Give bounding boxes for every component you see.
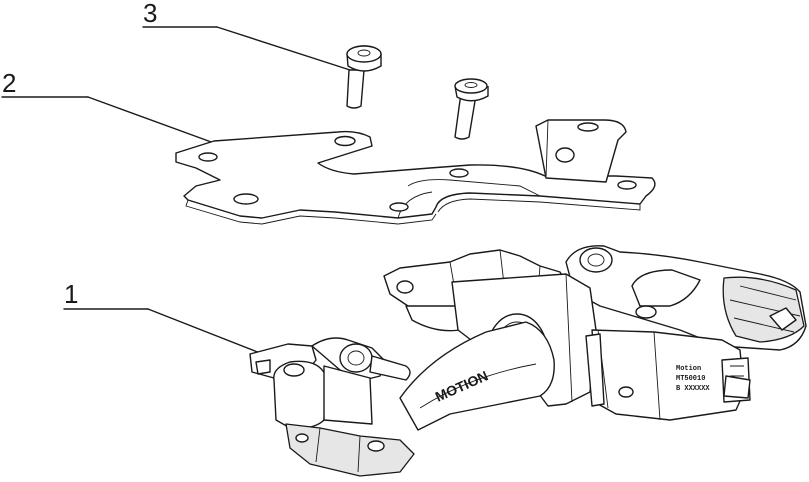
callout-3: 3 [142,0,351,71]
screw-right [454,78,489,140]
callout-2: 2 [1,68,215,144]
module-label-line1: Motion [676,365,701,373]
screw-left [346,45,382,109]
steering-column-assembly: MOTION Motion MT50010 B XXXXXX [249,245,807,477]
module-label-line3: B XXXXXX [676,385,710,393]
module-label-line2: MT50010 [676,375,705,383]
callout-leader-2 [87,96,215,144]
callout-number-3: 3 [143,0,157,28]
callout-leader-3 [216,26,351,71]
callout-number-2: 2 [2,68,16,98]
callout-1: 1 [63,279,284,363]
callout-number-1: 1 [64,279,78,309]
mounting-plate [175,119,656,225]
